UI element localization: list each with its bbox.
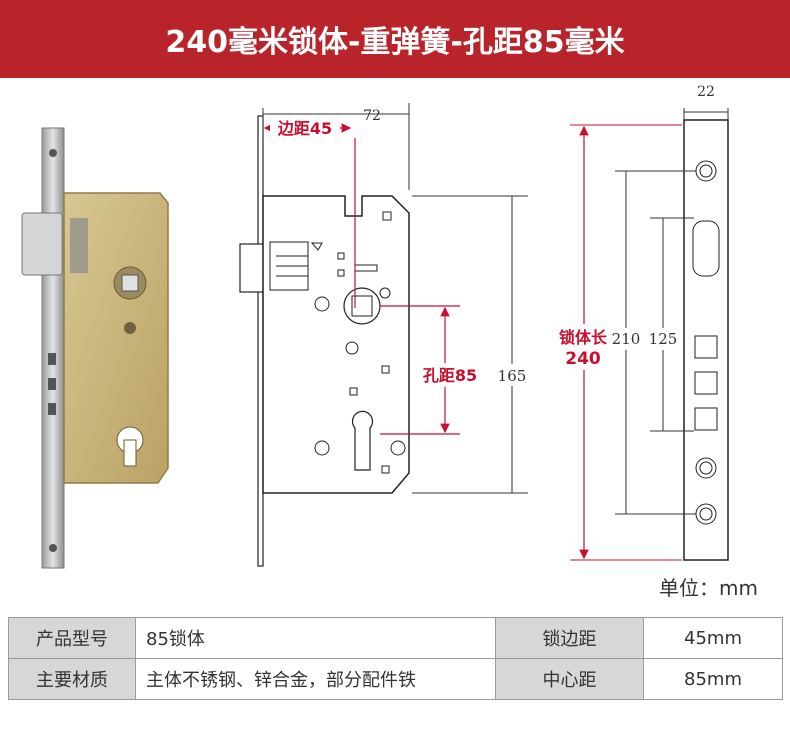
spec-row: 产品型号 85锁体 锁边距 45mm	[8, 617, 783, 659]
spec-value: 45mm	[643, 617, 783, 659]
lock-body-photo	[21, 127, 169, 569]
spec-label: 主要材质	[8, 658, 136, 700]
faceplate-width-dim: 22	[697, 84, 715, 100]
spec-table: 产品型号 85锁体 锁边距 45mm 主要材质 主体不锈钢、锌合金，部分配件铁 …	[8, 617, 783, 700]
spec-value: 85锁体	[135, 617, 496, 659]
total-length-label: 锁体长	[559, 328, 608, 347]
inner-length-dim: 210	[612, 330, 641, 348]
faceplate-photo	[41, 127, 65, 569]
backset-label: 边距45	[277, 119, 332, 138]
spec-value: 主体不锈钢、锌合金，部分配件铁	[135, 658, 496, 700]
spec-row: 主要材质 主体不锈钢、锌合金，部分配件铁 中心距 85mm	[8, 658, 783, 700]
diagram-area: 72 边距45 孔距85 165 22	[0, 78, 790, 608]
body-casing-photo	[63, 192, 169, 484]
cylinder-hole	[351, 410, 374, 471]
spec-value: 85mm	[643, 658, 783, 700]
total-length-value: 240	[565, 349, 601, 369]
faceplate-drawing: 22 锁体长 240 210 125	[552, 84, 729, 561]
faceplate-outline	[683, 119, 729, 561]
screw-distance-dim: 125	[649, 330, 678, 348]
spec-label: 中心距	[495, 658, 644, 700]
front-view-drawing: 72 边距45 孔距85 165	[239, 103, 530, 567]
page-title: 240毫米锁体-重弹簧-孔距85毫米	[165, 25, 625, 60]
hole-distance-label: 孔距85	[423, 366, 477, 385]
lock-body-outline	[262, 195, 410, 494]
latch-bolt-photo	[21, 212, 63, 276]
spec-label: 产品型号	[8, 617, 136, 659]
body-height-dim: 165	[498, 367, 527, 385]
spec-label: 锁边距	[495, 617, 644, 659]
backset-width-dim: 72	[363, 108, 381, 124]
unit-label: 单位：mm	[659, 576, 758, 600]
title-banner: 240毫米锁体-重弹簧-孔距85毫米	[0, 0, 790, 78]
